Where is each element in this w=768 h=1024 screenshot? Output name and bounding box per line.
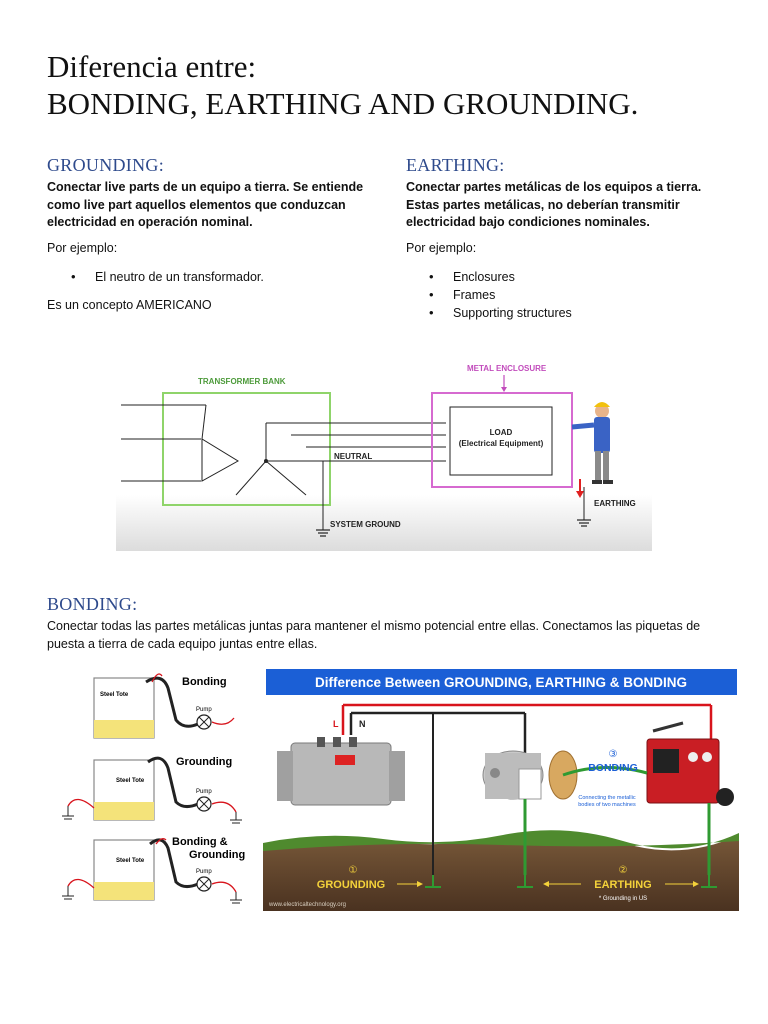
pump-label: Pump — [196, 789, 212, 795]
neutral-label: NEUTRAL — [334, 452, 372, 461]
earthing-label: EARTHING — [594, 499, 636, 508]
title-line-2: BONDING, EARTHING AND GROUNDING. — [47, 86, 639, 121]
transformer-bank-box — [162, 392, 331, 506]
tote-label: Steel Tote — [116, 858, 145, 864]
grounding-note: Es un concepto AMERICANO — [47, 298, 212, 312]
grounding-sub-label: Grounding — [189, 849, 245, 861]
list-item: Supporting structures — [429, 304, 572, 322]
tote-row-grounding: Steel Tote Pump Grounding — [62, 756, 242, 824]
transformer-bank-label: TRANSFORMER BANK — [198, 377, 286, 386]
tote-label: Steel Tote — [116, 778, 145, 784]
tote-label: Steel Tote — [100, 692, 129, 698]
tote-row-bonding: Steel Tote Pump Bonding — [93, 673, 235, 739]
tote-row-bonding-grounding: Steel Tote Pump Bonding & Grounding — [62, 836, 245, 904]
website-label: www.electricaltechnology.org — [268, 902, 346, 908]
grounding-heading: GROUNDING: — [47, 155, 164, 175]
worker-figure — [571, 402, 613, 484]
earthing-label: EARTHING — [594, 879, 651, 891]
bonding-and-label: Bonding & — [172, 836, 228, 848]
pump-label: Pump — [196, 707, 212, 713]
metal-enclosure-label: METAL ENCLOSURE — [467, 364, 547, 373]
earthing-number: ② — [619, 865, 628, 876]
title-line-1: Diferencia entre: — [47, 49, 257, 84]
list-item: Frames — [429, 286, 572, 304]
banner — [266, 669, 737, 695]
welding-machine-graphic — [646, 721, 734, 806]
bonding-number: ③ — [609, 749, 618, 760]
earthing-examples: Enclosures Frames Supporting structures — [429, 268, 572, 322]
bonding-note-1: Connecting the metallic — [578, 795, 635, 801]
grounding-examples: El neutro de un transformador. — [71, 268, 264, 286]
grounding-label: GROUNDING — [317, 879, 385, 891]
load-box — [449, 406, 553, 476]
grounding-row-label: Grounding — [176, 756, 232, 768]
earthing-heading: EARTHING: — [406, 155, 505, 175]
steel-tote-diagram: Steel Tote Pump Bonding Steel Tote Pump … — [62, 673, 245, 904]
load-sublabel: (Electrical Equipment) — [459, 439, 544, 448]
grounding-definition: Conectar live parts de un equipo a tierr… — [47, 180, 364, 229]
bonding-definition: Conectar todas las partes metálicas junt… — [47, 619, 701, 651]
bonding-row-label: Bonding — [182, 676, 227, 688]
bonding-label: BONDING — [588, 762, 638, 774]
system-ground-label: SYSTEM GROUND — [330, 520, 401, 529]
document-title: Diferencia entre: BONDING, EARTHING AND … — [47, 48, 638, 122]
transformer-graphic — [277, 737, 405, 806]
motor-graphic — [482, 750, 578, 800]
banner-title: Difference Between GROUNDING, EARTHING &… — [315, 675, 687, 690]
bonding-heading: BONDING: — [47, 594, 138, 614]
difference-illustration: Difference Between GROUNDING, EARTHING &… — [263, 665, 739, 911]
line-n-label: N — [359, 719, 366, 729]
list-item: El neutro de un transformador. — [71, 268, 264, 286]
line-l-label: L — [333, 719, 339, 729]
list-item: Enclosures — [429, 268, 572, 286]
grounding-example-label: Por ejemplo: — [47, 241, 118, 255]
footnote: * Grounding in US — [599, 896, 647, 902]
earthing-example-label: Por ejemplo: — [406, 241, 477, 255]
grounding-number: ① — [349, 865, 358, 876]
pump-label: Pump — [196, 869, 212, 875]
bonding-note-2: bodies of two machines — [578, 802, 636, 808]
transformer-earthing-diagram: TRANSFORMER BANK NEUTRAL SYSTEM GROUND M… — [116, 364, 652, 551]
load-label: LOAD — [490, 428, 513, 437]
metal-enclosure-box — [431, 392, 573, 488]
earthing-definition: Conectar partes metálicas de los equipos… — [406, 180, 702, 229]
